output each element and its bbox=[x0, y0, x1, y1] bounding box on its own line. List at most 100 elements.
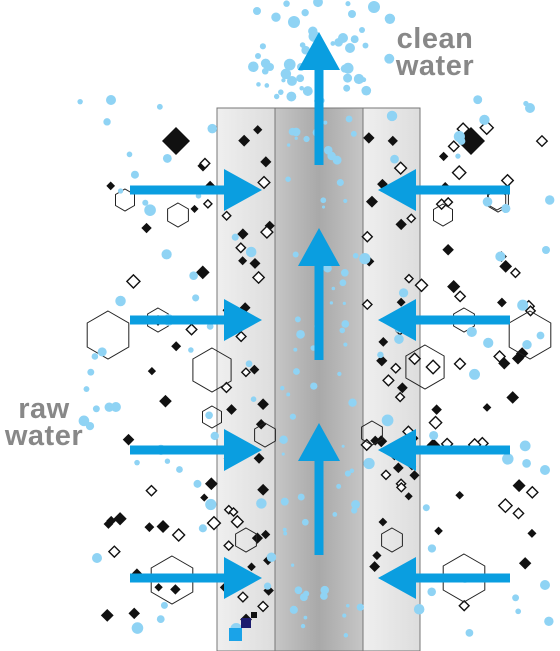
particle-diamond-outline bbox=[237, 591, 249, 603]
water-bubble bbox=[92, 405, 100, 413]
particle-hexagon bbox=[202, 405, 222, 429]
water-bubble bbox=[288, 127, 297, 136]
water-bubble bbox=[342, 613, 347, 618]
water-bubble bbox=[313, 0, 323, 8]
particle-hexagon bbox=[254, 422, 276, 448]
particle-diamond-outline bbox=[235, 242, 247, 254]
water-bubble bbox=[343, 73, 353, 83]
water-bubble bbox=[286, 75, 297, 86]
particle-hexagon bbox=[442, 553, 486, 603]
water-bubble bbox=[280, 497, 289, 506]
particle-diamond-outline bbox=[228, 506, 239, 518]
water-bubble bbox=[142, 199, 149, 206]
water-bubble bbox=[345, 1, 351, 7]
water-bubble bbox=[422, 504, 430, 512]
water-bubble bbox=[231, 233, 239, 241]
particle-diamond-outline bbox=[223, 504, 234, 515]
water-bubble bbox=[339, 279, 347, 287]
particle-diamond bbox=[253, 125, 263, 135]
water-bubble bbox=[286, 91, 297, 102]
water-bubble bbox=[297, 493, 305, 501]
water-bubble bbox=[323, 263, 332, 273]
water-bubble bbox=[189, 271, 198, 281]
water-bubble bbox=[525, 103, 535, 113]
logo-mark bbox=[229, 612, 257, 641]
water-bubble bbox=[198, 524, 207, 533]
particle-diamond bbox=[387, 135, 398, 146]
clean-water-label: clean water bbox=[386, 25, 484, 81]
water-bubble bbox=[320, 197, 327, 204]
particle-diamond-outline bbox=[257, 600, 270, 613]
water-bubble bbox=[130, 170, 139, 179]
water-bubble bbox=[106, 95, 116, 105]
water-bubble bbox=[281, 78, 286, 83]
particle-diamond bbox=[455, 490, 464, 500]
particle-diamond-outline bbox=[425, 359, 441, 375]
water-bubble bbox=[144, 204, 156, 216]
particle-diamond bbox=[393, 462, 404, 474]
water-bubble bbox=[329, 301, 334, 305]
particle-diamond bbox=[375, 435, 388, 448]
water-bubble bbox=[338, 33, 348, 43]
water-bubble bbox=[160, 601, 168, 609]
water-bubble bbox=[87, 368, 95, 376]
water-bubble bbox=[278, 89, 284, 95]
water-bubble bbox=[283, 0, 290, 7]
water-bubble bbox=[115, 295, 126, 307]
water-bubble bbox=[205, 498, 217, 511]
water-bubble bbox=[117, 188, 124, 194]
water-bubble bbox=[346, 603, 350, 608]
particle-diamond bbox=[253, 452, 265, 464]
water-bubble bbox=[350, 35, 359, 44]
particle-diamond bbox=[365, 195, 378, 208]
water-bubble bbox=[502, 453, 514, 465]
particle-diamond bbox=[527, 528, 537, 538]
particle-diamond-outline bbox=[235, 330, 247, 343]
water-bubble bbox=[331, 286, 336, 291]
particle-diamond bbox=[251, 532, 264, 544]
water-bubble bbox=[289, 605, 298, 614]
water-bubble bbox=[280, 385, 285, 391]
water-bubble bbox=[398, 288, 409, 298]
water-bubble bbox=[266, 63, 274, 71]
particle-diamond-outline bbox=[361, 298, 373, 311]
particle-diamond-outline bbox=[257, 175, 271, 190]
particle-diamond bbox=[249, 364, 260, 375]
particle-diamond bbox=[363, 132, 375, 144]
water-bubble bbox=[519, 440, 531, 452]
water-bubble bbox=[205, 411, 213, 420]
water-bubble bbox=[273, 93, 280, 100]
water-bubble bbox=[91, 353, 99, 360]
water-bubble bbox=[377, 351, 384, 359]
water-bubble bbox=[343, 84, 351, 92]
water-bubble bbox=[429, 430, 439, 441]
water-bubble bbox=[261, 67, 269, 75]
water-bubble bbox=[512, 594, 520, 602]
logo-square-dark bbox=[241, 618, 251, 628]
particle-diamond bbox=[238, 134, 251, 147]
inflow-arrow-left bbox=[130, 429, 262, 471]
particle-diamond-outline bbox=[458, 599, 471, 612]
water-bubble bbox=[300, 623, 306, 629]
particle-diamond-outline bbox=[393, 161, 408, 175]
logo-square-small bbox=[251, 612, 257, 618]
particle-diamond bbox=[442, 244, 454, 256]
water-bubble bbox=[293, 368, 300, 375]
water-bubble bbox=[341, 444, 345, 448]
water-bubble bbox=[332, 512, 338, 517]
water-bubble bbox=[78, 415, 90, 427]
particle-diamond-outline bbox=[185, 323, 198, 336]
particle-diamond-outline bbox=[428, 415, 443, 430]
water-bubble bbox=[192, 294, 200, 302]
water-bubble bbox=[540, 465, 550, 475]
particle-diamond bbox=[372, 550, 382, 561]
water-bubble bbox=[495, 251, 506, 262]
particle-diamond bbox=[512, 479, 526, 493]
water-bubble bbox=[156, 103, 163, 110]
outflow-arrow-low bbox=[298, 423, 340, 555]
water-bubble bbox=[131, 622, 144, 634]
water-bubble bbox=[320, 585, 329, 595]
water-bubble bbox=[288, 16, 300, 28]
water-bubble bbox=[348, 10, 356, 18]
particle-diamond bbox=[396, 297, 406, 307]
